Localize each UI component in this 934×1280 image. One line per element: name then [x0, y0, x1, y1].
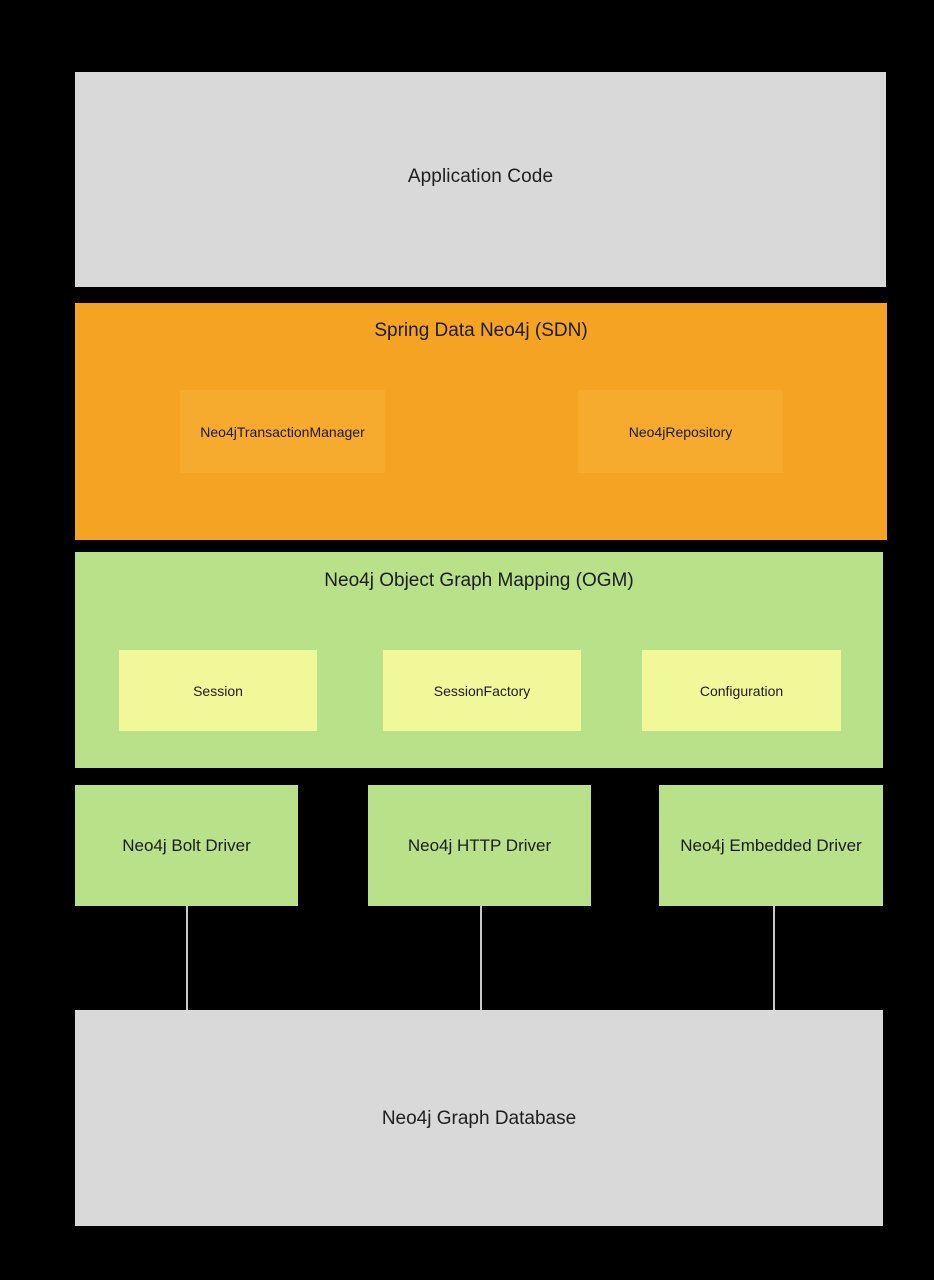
connector-embedded-to-database [773, 906, 775, 1010]
layer-application-code-label: Application Code [407, 166, 554, 187]
layer-spring-data-neo4j[interactable]: Spring Data Neo4j (SDN) Neo4jTransaction… [75, 303, 887, 540]
driver-neo4j-http[interactable]: Neo4j HTTP Driver [368, 785, 591, 906]
connector-http-to-database [480, 906, 482, 1010]
layer-neo4j-ogm-label: Neo4j Object Graph Mapping (OGM) [324, 570, 634, 591]
component-neo4j-repository[interactable]: Neo4jRepository [578, 390, 783, 473]
connector-bolt-to-database [186, 906, 188, 1010]
component-neo4j-transaction-manager[interactable]: Neo4jTransactionManager [180, 390, 385, 473]
component-session-factory[interactable]: SessionFactory [383, 650, 581, 731]
layer-neo4j-graph-database-label: Neo4j Graph Database [381, 1108, 577, 1129]
layer-neo4j-ogm[interactable]: Neo4j Object Graph Mapping (OGM) Session… [75, 552, 883, 768]
driver-neo4j-bolt[interactable]: Neo4j Bolt Driver [75, 785, 298, 906]
layer-spring-data-neo4j-label: Spring Data Neo4j (SDN) [374, 320, 588, 341]
layer-neo4j-graph-database[interactable]: Neo4j Graph Database [75, 1010, 883, 1226]
driver-neo4j-embedded[interactable]: Neo4j Embedded Driver [659, 785, 883, 906]
layer-application-code[interactable]: Application Code [75, 72, 886, 287]
component-session[interactable]: Session [119, 650, 317, 731]
component-configuration[interactable]: Configuration [642, 650, 841, 731]
